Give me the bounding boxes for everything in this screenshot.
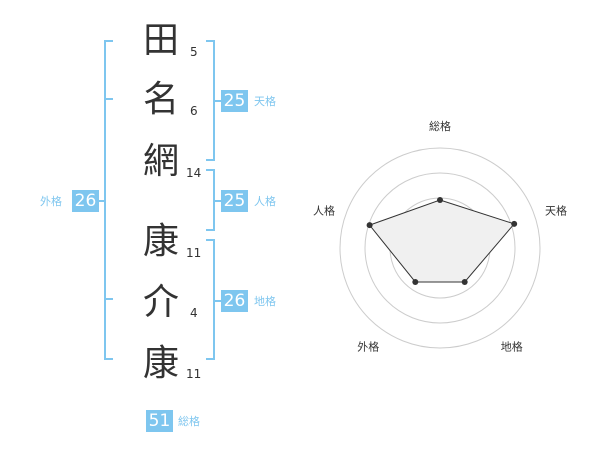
gaikaku-bracket — [104, 40, 113, 360]
soukaku-label: 総格 — [178, 415, 200, 428]
stroke-count-4: 11 — [186, 246, 202, 260]
radar-axis-label-5: 人格 — [313, 203, 335, 217]
name-char-2: 名 — [142, 79, 179, 120]
radar-point-4 — [412, 278, 419, 285]
name-char-5: 介 — [142, 282, 179, 323]
tenkaku-bracket — [206, 40, 215, 161]
radar-axis-label-4: 外格 — [357, 340, 379, 354]
radar-axis-label-3: 地格 — [501, 340, 523, 354]
radar-point-3 — [461, 278, 468, 285]
radar-axis-label-2: 天格 — [545, 203, 567, 217]
stroke-count-3: 14 — [186, 166, 202, 180]
radar-point-1 — [437, 197, 443, 203]
tenkaku-label: 天格 — [254, 95, 276, 108]
jinkaku-bracket — [206, 169, 215, 231]
jinkaku-value: 25 — [221, 190, 248, 212]
stroke-count-1: 5 — [190, 45, 198, 59]
chikaku-bracket — [206, 239, 215, 360]
stroke-count-5: 4 — [190, 306, 198, 320]
radar-data-shape — [368, 199, 516, 283]
radar-ring — [364, 172, 516, 324]
radar-ring — [339, 147, 541, 349]
jinkaku-label: 人格 — [254, 195, 276, 208]
stroke-count-2: 6 — [190, 104, 198, 118]
tenkaku-value: 25 — [221, 90, 248, 112]
radar-point-2 — [511, 220, 518, 227]
name-char-6: 康 — [142, 343, 179, 384]
chikaku-label: 地格 — [254, 295, 276, 308]
chikaku-value: 26 — [221, 290, 248, 312]
radar-axis-label-1: 総格 — [429, 119, 451, 133]
gaikaku-value: 26 — [72, 190, 99, 212]
name-char-1: 田 — [142, 20, 179, 61]
soukaku-value: 51 — [146, 410, 173, 432]
name-char-4: 康 — [142, 221, 179, 262]
stroke-count-6: 11 — [186, 367, 202, 381]
gaikaku-label: 外格 — [40, 195, 62, 208]
radar-point-5 — [366, 222, 373, 229]
name-char-3: 網 — [142, 141, 179, 182]
radar-data-points — [366, 197, 518, 285]
